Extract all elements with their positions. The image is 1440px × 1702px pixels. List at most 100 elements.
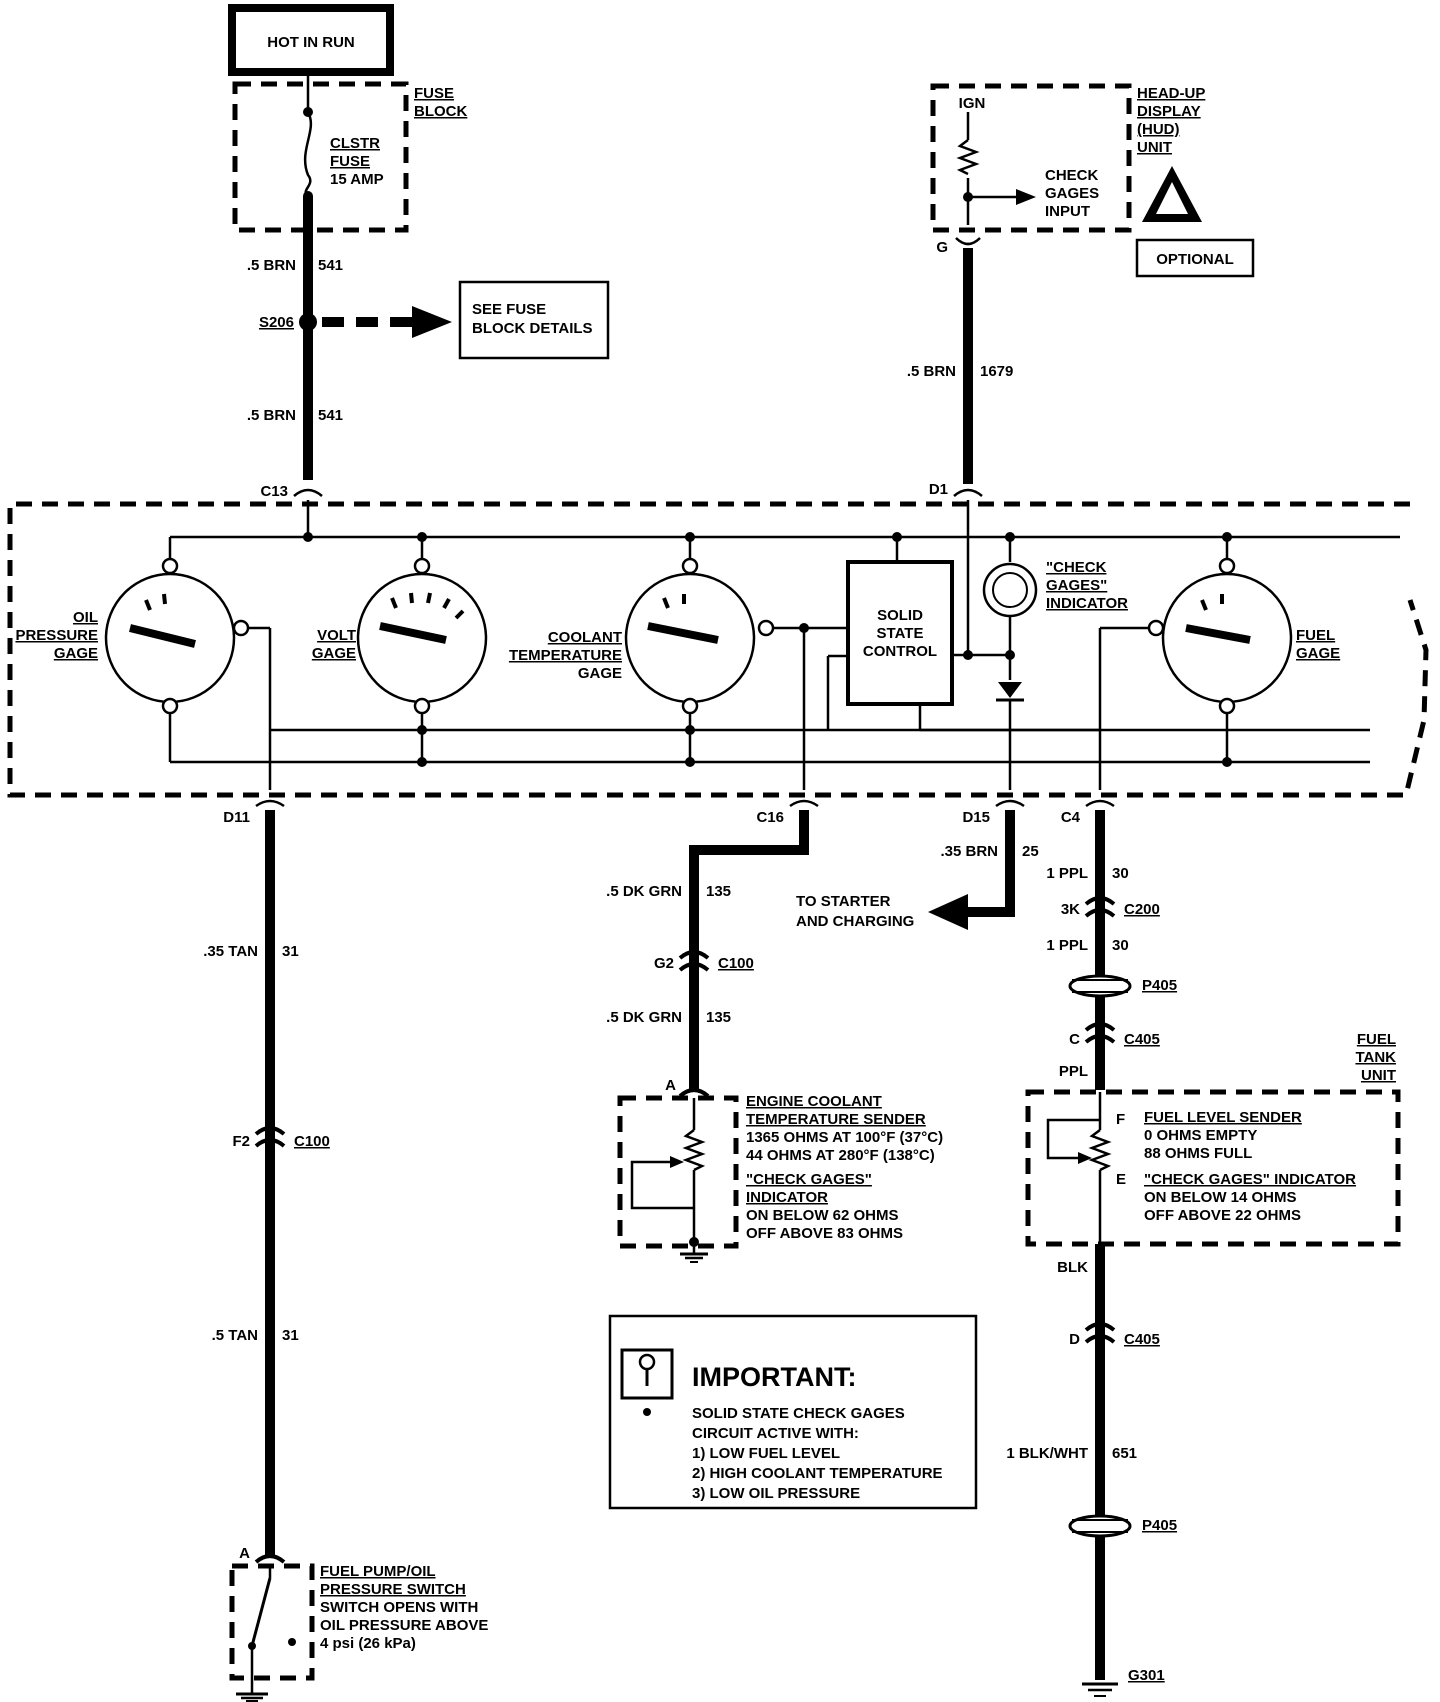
- connector-d11: D11: [223, 809, 250, 826]
- hud-title-1: HEAD-UP: [1137, 85, 1205, 102]
- wire-1679-num: 1679: [980, 363, 1013, 380]
- connector-d-pin: D: [1069, 1331, 1080, 1348]
- ground-g301-label: G301: [1128, 1667, 1165, 1684]
- connector-c100-left: C100: [294, 1133, 330, 1150]
- hud-ign-label: IGN: [959, 95, 986, 112]
- oil-pressure-switch: A FUEL PUMP/OIL PRESSURE SWITCH SWITCH O…: [229, 1545, 488, 1702]
- splice-s206: [299, 313, 317, 331]
- ect-label-6: INDICATOR: [746, 1189, 828, 1206]
- volt-gage-label-2: GAGE: [312, 645, 356, 662]
- arrow-right-icon: [412, 306, 452, 338]
- hud-input-1: CHECK: [1045, 167, 1099, 184]
- connector-c13: C13: [260, 483, 288, 500]
- switch-label-3: SWITCH OPENS WITH: [320, 1599, 478, 1616]
- wire-135-bottom-num: 135: [706, 1009, 731, 1026]
- ect-pin-a: A: [665, 1077, 676, 1094]
- wire-135-top-label: .5 DK GRN: [606, 883, 682, 900]
- optional-box: [1135, 238, 1255, 278]
- fuel-tank-unit: FUEL TANK UNIT F E FUEL LEVEL SENDER 0 O…: [1025, 1031, 1401, 1247]
- switch-pin-a: A: [239, 1545, 250, 1562]
- fuse-block-label-1: FUSE: [414, 85, 454, 102]
- engine-coolant-temperature-sender: A ENGINE COOLANT TEMPERATURE SENDER 1365…: [617, 1077, 943, 1263]
- hud-input-2: GAGES: [1045, 185, 1099, 202]
- wire-30-top-label: 1 PPL: [1046, 865, 1088, 882]
- hot-in-run-label: HOT IN RUN: [267, 34, 355, 51]
- wire-1679-label: .5 BRN: [907, 363, 956, 380]
- connector-c200: C200: [1124, 901, 1160, 918]
- see-fuse-box: [458, 280, 610, 360]
- ppl-label: PPL: [1059, 1063, 1088, 1080]
- switch-label-5: 4 psi (26 kPa): [320, 1635, 416, 1652]
- switch-label-1: FUEL PUMP/OIL: [320, 1563, 436, 1580]
- important-line-3: 1) LOW FUEL LEVEL: [692, 1445, 840, 1462]
- switch-label-2: PRESSURE SWITCH: [320, 1581, 466, 1598]
- fuel-sender-label-2: 0 OHMS EMPTY: [1144, 1127, 1257, 1144]
- wire-651-label: 1 BLK/WHT: [1006, 1445, 1088, 1462]
- wire-25-label: .35 BRN: [940, 843, 998, 860]
- ect-label-4: 44 OHMS AT 280°F (138°C): [746, 1147, 935, 1164]
- wire-30-bottom-label: 1 PPL: [1046, 937, 1088, 954]
- connector-d15: D15: [962, 809, 990, 826]
- wire-135-bottom-label: .5 DK GRN: [606, 1009, 682, 1026]
- p405-bottom-label: P405: [1142, 1517, 1177, 1534]
- connector-3k-pin: 3K: [1061, 901, 1080, 918]
- starter-label-2: AND CHARGING: [796, 913, 914, 930]
- arrow-left-icon: [928, 894, 968, 930]
- coolant-gage-label-1: COOLANT: [548, 629, 622, 646]
- solid-state-label-2: STATE: [877, 625, 924, 642]
- fuel-tank-label-2: TANK: [1355, 1049, 1396, 1066]
- fuel-check-label-3: OFF ABOVE 22 OHMS: [1144, 1207, 1301, 1224]
- important-note: IMPORTANT: SOLID STATE CHECK GAGES CIRCU…: [608, 1314, 978, 1510]
- wire-135: [689, 810, 809, 1090]
- wire-31-top-num: 31: [282, 943, 299, 960]
- fuse-label-2: FUSE: [330, 153, 370, 170]
- ect-label-7: ON BELOW 62 OHMS: [746, 1207, 899, 1224]
- ect-label-5: "CHECK GAGES": [746, 1171, 872, 1188]
- ect-label-3: 1365 OHMS AT 100°F (37°C): [746, 1129, 943, 1146]
- thermistor-icon: [682, 1129, 706, 1172]
- wire-541-bottom-num: 541: [318, 407, 343, 424]
- wire-541-top-label: .5 BRN: [247, 257, 296, 274]
- wire-31-bottom-label: .5 TAN: [212, 1327, 258, 1344]
- see-fuse-1: SEE FUSE: [472, 301, 546, 318]
- oil-gage-label-1: OIL: [73, 609, 98, 626]
- connector-c4: C4: [1061, 809, 1081, 826]
- fuel-tank-label-3: UNIT: [1361, 1067, 1396, 1084]
- hud-title-2: DISPLAY: [1137, 103, 1201, 120]
- fuse-block-label-2: BLOCK: [414, 103, 467, 120]
- wire-651-num: 651: [1112, 1445, 1137, 1462]
- blk-label: BLK: [1057, 1259, 1088, 1276]
- connector-c16: C16: [756, 809, 784, 826]
- connector-c100-mid: C100: [718, 955, 754, 972]
- solid-state-label-1: SOLID: [877, 607, 923, 624]
- connector-c405-top: C405: [1124, 1031, 1160, 1048]
- wire-30-top-num: 30: [1112, 865, 1129, 882]
- wire-30-bottom-num: 30: [1112, 937, 1129, 954]
- wire-541-bottom-label: .5 BRN: [247, 407, 296, 424]
- important-title: IMPORTANT:: [692, 1362, 856, 1392]
- fuel-check-label-1: "CHECK GAGES" INDICATOR: [1144, 1171, 1356, 1188]
- instrument-cluster: OIL PRESSURE GAGE VOLT GAGE COOLA: [7, 500, 1429, 798]
- wire-541-top-num: 541: [318, 257, 343, 274]
- important-line-5: 3) LOW OIL PRESSURE: [692, 1485, 860, 1502]
- fuse-label-1: CLSTR: [330, 135, 380, 152]
- wire-31-bottom-num: 31: [282, 1327, 299, 1344]
- fuel-pin-f: F: [1116, 1111, 1125, 1128]
- connector-c405-bottom: C405: [1124, 1331, 1160, 1348]
- hud-g-pin: G: [936, 239, 948, 256]
- fuse-block: FUSE BLOCK CLSTR FUSE 15 AMP: [232, 72, 467, 233]
- oil-gage-label-3: GAGE: [54, 645, 98, 662]
- ect-label-8: OFF ABOVE 83 OHMS: [746, 1225, 903, 1242]
- fuel-gage-label-2: GAGE: [1296, 645, 1340, 662]
- ect-label-1: ENGINE COOLANT: [746, 1093, 882, 1110]
- fuel-pin-e: E: [1116, 1171, 1126, 1188]
- see-fuse-2: BLOCK DETAILS: [472, 320, 593, 337]
- ect-label-2: TEMPERATURE SENDER: [746, 1111, 926, 1128]
- fuel-level-resistor-icon: [1088, 1129, 1112, 1172]
- wire-31-top-label: .35 TAN: [203, 943, 258, 960]
- check-gages-label-3: INDICATOR: [1046, 595, 1128, 612]
- fuel-tank-label-1: FUEL: [1357, 1031, 1396, 1048]
- wire-135-top-num: 135: [706, 883, 731, 900]
- hud-input-3: INPUT: [1045, 203, 1090, 220]
